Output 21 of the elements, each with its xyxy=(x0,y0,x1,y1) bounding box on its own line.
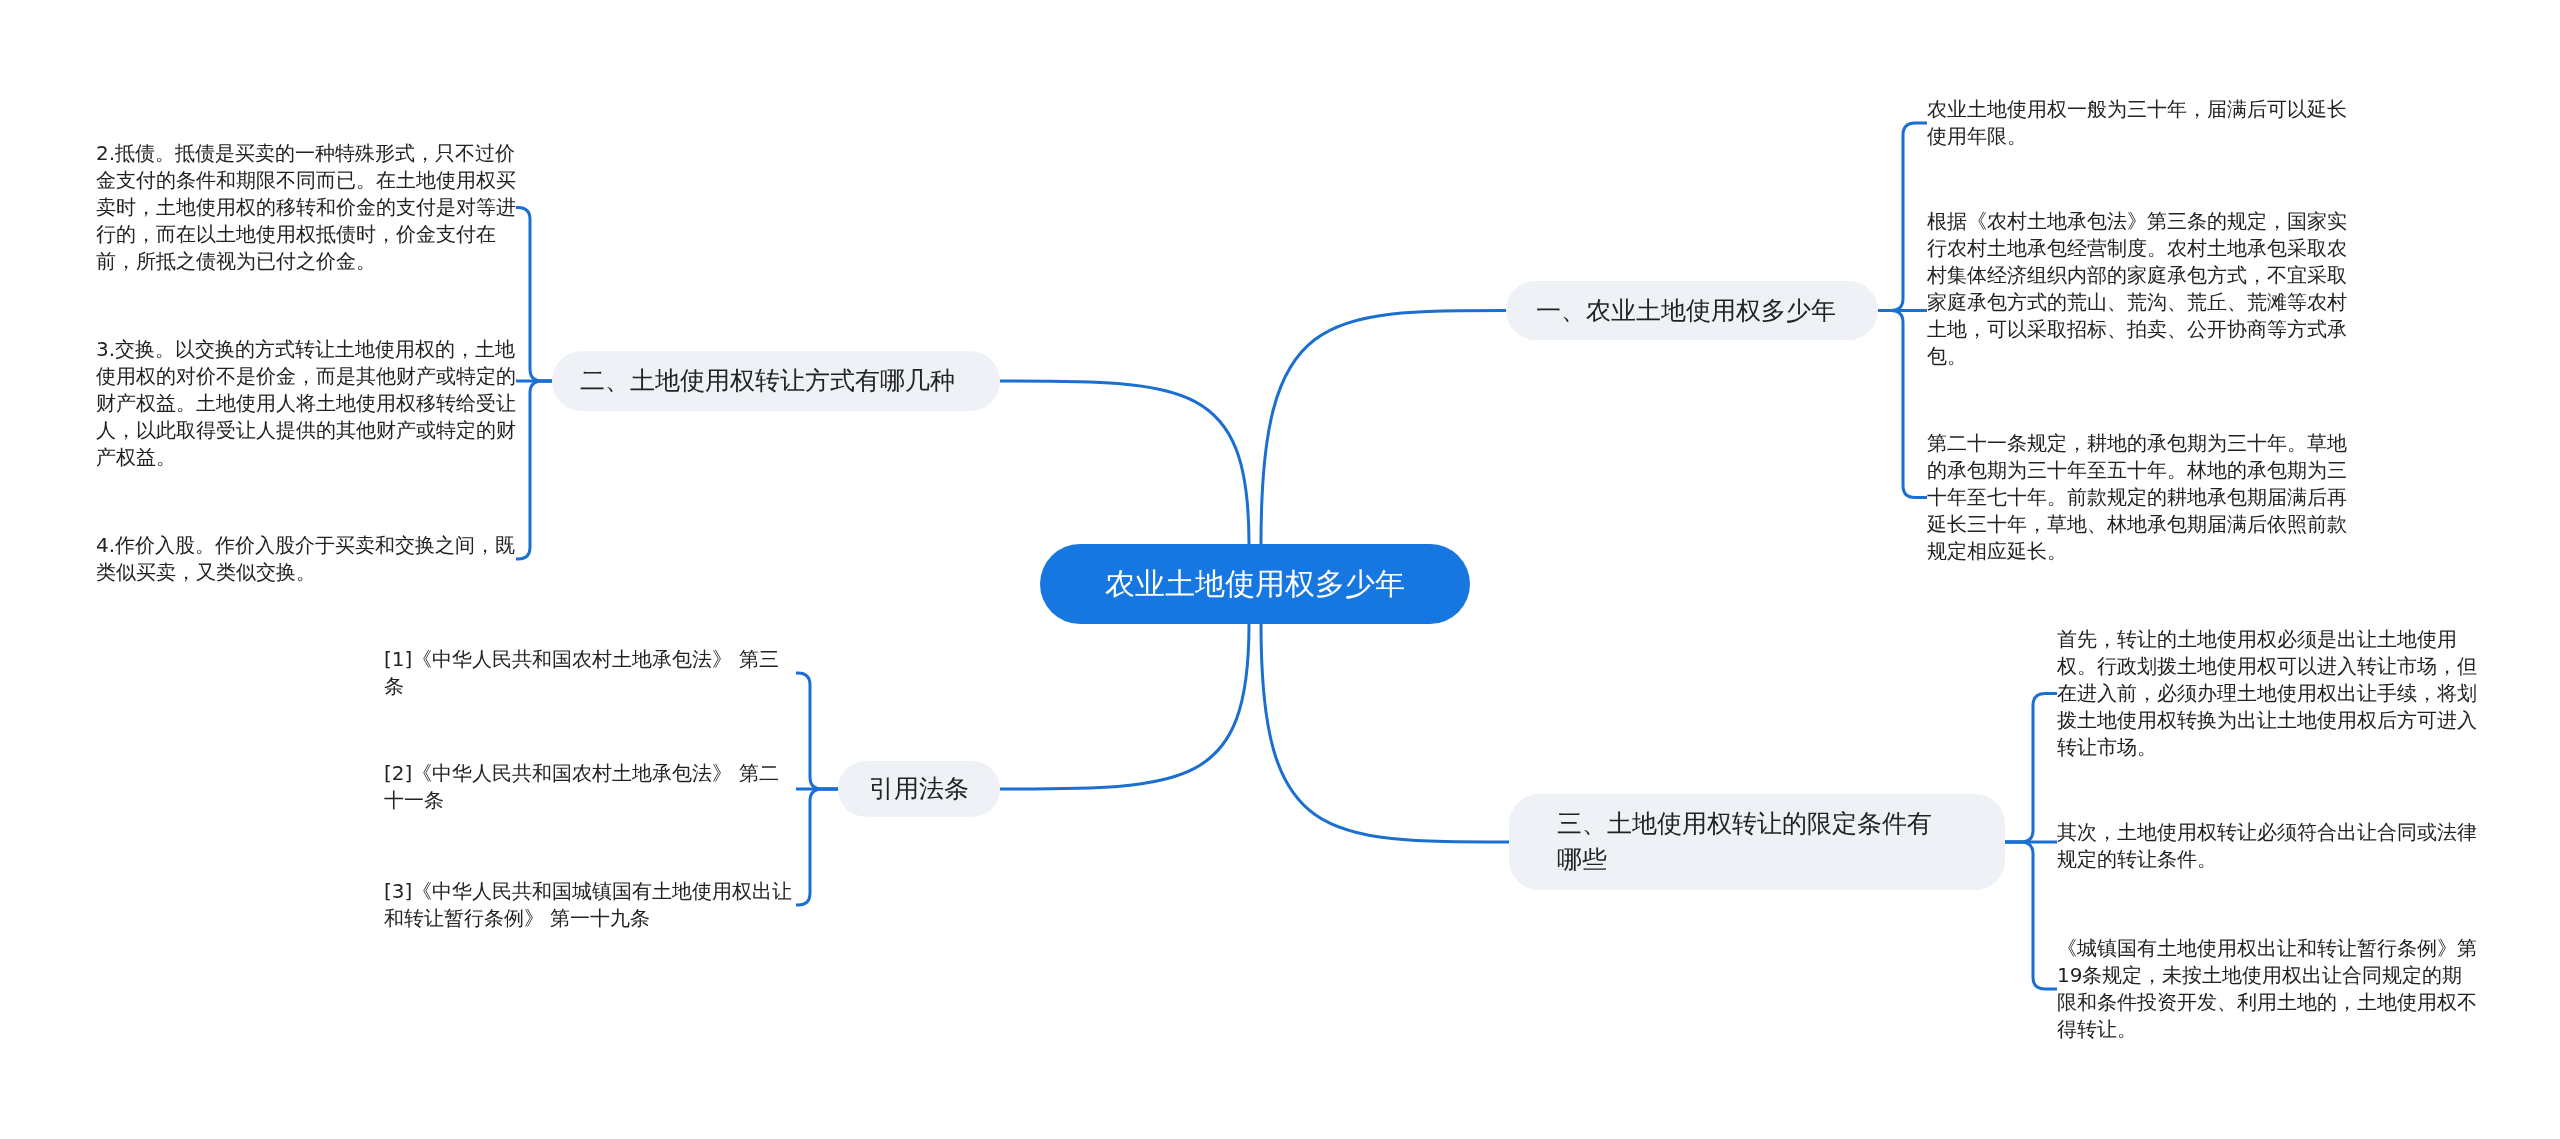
subtopic-text: [3]《中华人民共和国城镇国有土地使用权出让和转让暂行条例》 第一十九条 xyxy=(384,878,796,932)
central-topic: 农业土地使用权多少年 xyxy=(1040,544,1470,624)
topic-pill: 二、土地使用权转让方式有哪几种 xyxy=(552,351,1000,411)
topic-pill: 一、农业土地使用权多少年 xyxy=(1506,281,1878,340)
connector xyxy=(1000,623,1251,791)
subtopic-text: [1]《中华人民共和国农村土地承包法》 第三条 xyxy=(384,646,796,700)
subtopic-text: [2]《中华人民共和国农村土地承包法》 第二十一条 xyxy=(384,760,796,814)
subtopic-text: 其次，土地使用权转让必须符合出让合同或法律规定的转让条件。 xyxy=(2057,819,2477,873)
connector xyxy=(1259,623,1509,844)
subtopic-text: 农业土地使用权一般为三十年，届满后可以延长使用年限。 xyxy=(1927,96,2347,150)
subtopic-text: 2.抵债。抵债是买卖的一种特殊形式，只不过价金支付的条件和期限不同而已。在土地使用权买卖时，土地使用权的移转和价金的支付是对等进行的，而在以土地使用权抵债时，价金支付在前，所抵之债视为已付之价金。 xyxy=(96,140,516,275)
topic-pill: 三、土地使用权转让的限定条件有哪些 xyxy=(1509,794,2005,890)
subtopic-text: 第二十一条规定，耕地的承包期为三十年。草地的承包期为三十年至五十年。林地的承包期为三十年至七十年。前款规定的耕地承包期届满后再延长三十年，草地、林地承包期届满后依照前款规定相应延长。 xyxy=(1927,430,2347,565)
topic-pill: 引用法条 xyxy=(838,761,1000,817)
subtopic-text: 根据《农村土地承包法》第三条的规定，国家实行农村土地承包经营制度。农村土地承包采取农村集体经济组织内部的家庭承包方式，不宜采取家庭承包方式的荒山、荒沟、荒丘、荒滩等农村土地，可以采取招标、拍卖、公开协商等方式承包。 xyxy=(1927,208,2347,370)
connector xyxy=(1259,309,1506,545)
subtopic-text: 4.作价入股。作价入股介于买卖和交换之间，既类似买卖，又类似交换。 xyxy=(96,532,516,586)
subtopic-text: 首先，转让的土地使用权必须是出让土地使用权。行政划拨土地使用权可以进入转让市场，但在进入前，必须办理土地使用权出让手续，将划拨土地使用权转换为出让土地使用权后方可进入转让市场。 xyxy=(2057,626,2477,761)
subtopic-text: 《城镇国有土地使用权出让和转让暂行条例》第19条规定，未按土地使用权出让合同规定的期限和条件投资开发、利用土地的，土地使用权不得转让。 xyxy=(2057,935,2477,1043)
connector xyxy=(1000,379,1251,545)
subtopic-text: 3.交换。以交换的方式转让土地使用权的，土地使用权的对价不是价金，而是其他财产或特定的财产权益。土地使用人将土地使用权移转给受让人，以此取得受让人提供的其他财产或特定的财产权益。 xyxy=(96,336,516,471)
